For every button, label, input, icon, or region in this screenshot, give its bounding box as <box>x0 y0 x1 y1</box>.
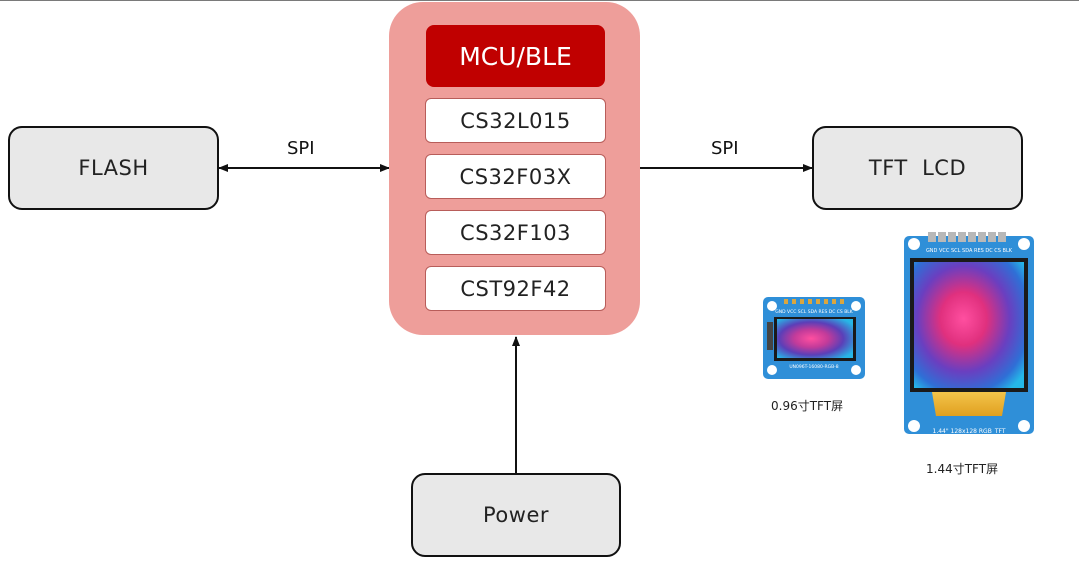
top-divider <box>0 0 1079 1</box>
chip-item: CS32F103 <box>425 210 606 255</box>
lcd-096-module: GND VCC SCL SDA RES DC CS BLK UN096T-160… <box>763 297 865 379</box>
lcd-144-module: GND VCC SCL SDA RES DC CS BLK 1.44" 128x… <box>904 232 1034 435</box>
flash-label: FLASH <box>78 156 149 180</box>
power-box: Power <box>411 473 621 557</box>
lcd-096-caption: 0.96寸TFT屏 <box>771 399 844 413</box>
chip-item: CST92F42 <box>425 266 606 311</box>
power-label: Power <box>483 503 549 527</box>
chip-item: CS32F03X <box>425 154 606 199</box>
spi-label-right: SPI <box>711 138 739 159</box>
tft-lcd-label: TFT LCD <box>868 156 967 180</box>
spi-label-left: SPI <box>287 138 315 159</box>
chip-item: CS32L015 <box>425 98 606 143</box>
lcd-144-caption: 1.44寸TFT屏 <box>926 462 999 476</box>
mcu-title: MCU/BLE <box>426 25 605 87</box>
tft-lcd-box: TFT LCD <box>812 126 1023 210</box>
lcd-096-pin-labels: GND VCC SCL SDA RES DC CS BLK <box>775 309 854 315</box>
lcd-144-model-label: 1.44" 128x128 RGB_TFT <box>933 428 1006 435</box>
lcd-096-model-label: UN096T-16080-RGB-8 <box>789 364 838 370</box>
lcd-144-pin-labels: GND VCC SCL SDA RES DC CS BLK <box>926 248 1013 254</box>
flash-box: FLASH <box>8 126 219 210</box>
